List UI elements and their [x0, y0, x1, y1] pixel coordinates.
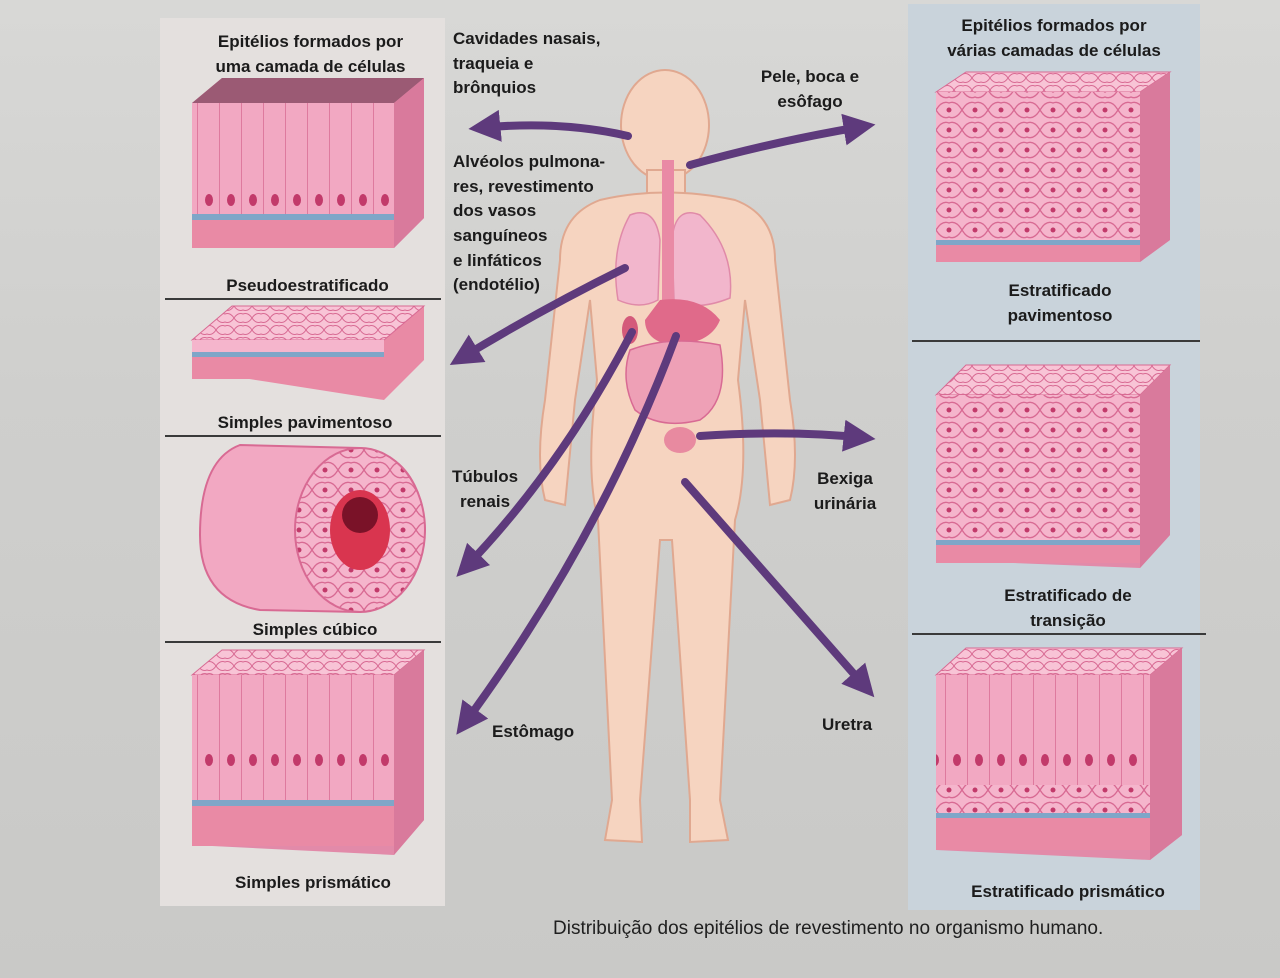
stratified-columnar-tissue — [934, 647, 1184, 860]
label-line: Estratificado de — [1004, 586, 1132, 605]
human-body — [539, 69, 796, 844]
label-line: res, revestimento — [453, 176, 594, 196]
arrow-bladder — [696, 419, 876, 452]
label-line: Estratificado — [1008, 281, 1112, 300]
arrow-alveoli — [449, 264, 629, 365]
label-simple-squamous: Simples pavimentoso — [217, 413, 393, 432]
label-simple-columnar: Simples prismático — [235, 873, 391, 892]
divider — [912, 340, 1200, 342]
stratified-squamous-tissue — [934, 71, 1172, 262]
label-line: e linfáticos — [453, 250, 542, 270]
pseudostratified-tissue — [192, 78, 424, 248]
label-alveoli: Alvéolos pulmona- res, revestimento dos … — [453, 150, 605, 298]
divider — [165, 641, 441, 643]
label-line: Pele, boca e — [760, 67, 860, 86]
divider — [912, 633, 1206, 635]
divider — [165, 298, 441, 300]
simple-cuboidal-tissue — [198, 443, 427, 614]
label-stomach: Estômago — [492, 722, 575, 741]
label-simple-cuboidal: Simples cúbico — [252, 620, 378, 639]
transitional-tissue — [934, 364, 1172, 568]
arrow-urethra — [681, 478, 875, 698]
label-line: urinária — [813, 493, 877, 513]
left-heading: Epitélios formados por uma camada de cél… — [178, 30, 443, 79]
simple-squamous-tissue — [190, 305, 426, 400]
label-line: Cavidades nasais, — [453, 29, 601, 48]
left-heading-line: Epitélios formados por — [217, 32, 404, 51]
label-line: traqueia e — [453, 53, 534, 73]
figure-caption: Distribuição dos epitélios de revestimen… — [553, 918, 1104, 939]
arrow-nasal — [468, 109, 632, 142]
left-heading-line: uma camada de células — [215, 56, 406, 76]
label-urethra: Uretra — [822, 715, 873, 734]
arrows — [449, 109, 876, 735]
label-line: transição — [1030, 610, 1106, 630]
label-line: Bexiga — [817, 469, 873, 488]
arrow-stomach — [456, 332, 680, 735]
label-stratified-columnar: Estratificado prismático — [971, 882, 1165, 901]
arrow-tubules — [456, 328, 636, 577]
arrow-skin — [686, 113, 876, 169]
label-line: sanguíneos — [453, 225, 548, 245]
label-line: Alvéolos pulmona- — [453, 152, 606, 171]
divider — [165, 435, 441, 437]
label-transitional: Estratificado de transição — [928, 584, 1208, 633]
label-line: renais — [459, 491, 511, 511]
label-line: pavimentoso — [1007, 305, 1113, 325]
right-heading-line: várias camadas de células — [947, 40, 1161, 60]
label-pseudostratified: Pseudoestratificado — [226, 276, 389, 295]
simple-columnar-tissue — [190, 649, 426, 855]
right-heading-line: Epitélios formados por — [961, 16, 1147, 35]
label-line: Túbulos — [451, 467, 519, 486]
label-skin: Pele, boca e esôfago — [745, 65, 875, 114]
label-bladder: Bexiga urinária — [800, 467, 890, 516]
label-stratified-squamous: Estratificado pavimentoso — [920, 279, 1200, 328]
label-line: brônquios — [453, 78, 537, 98]
label-line: esôfago — [777, 91, 843, 111]
label-nasal: Cavidades nasais, traqueia e brônquios — [453, 27, 600, 101]
label-tubules: Túbulos renais — [440, 465, 530, 514]
label-line: dos vasos — [453, 201, 537, 221]
right-heading: Epitélios formados por várias camadas de… — [915, 14, 1193, 63]
label-line: (endotélio) — [453, 275, 540, 295]
